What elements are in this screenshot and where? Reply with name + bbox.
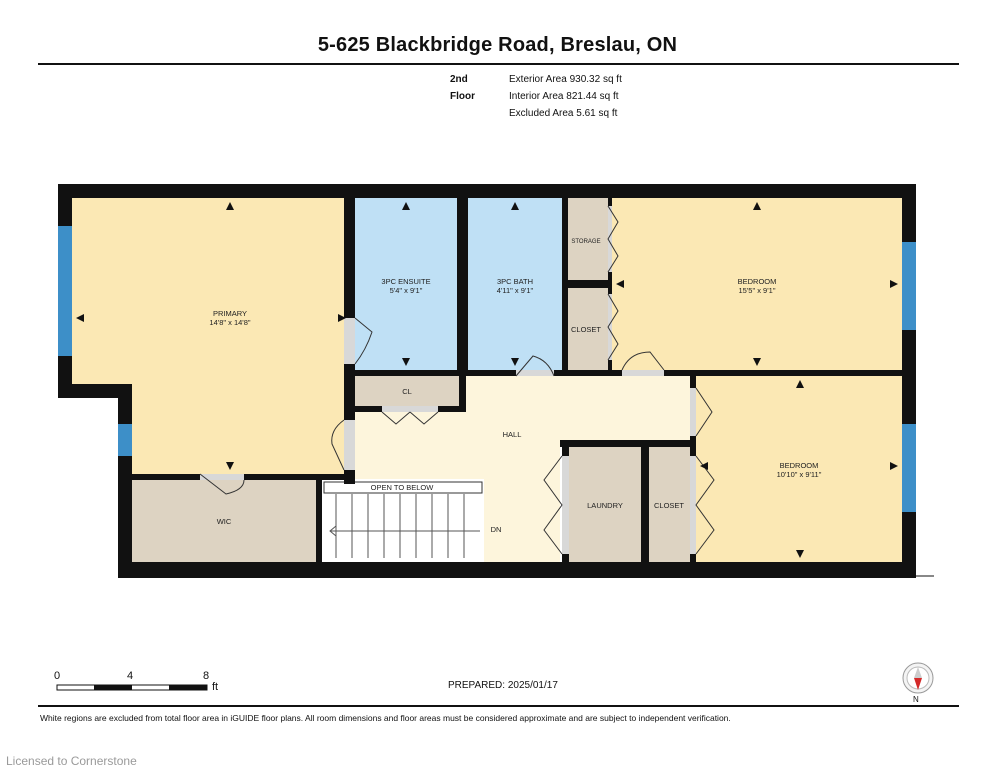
scale-label-4: 4	[127, 670, 134, 682]
floor-label: 2nd Floor	[450, 74, 475, 102]
label-closet-bottom: CLOSET	[654, 501, 684, 510]
dims-3pc-bath: 4'11" x 9'1"	[497, 286, 534, 295]
doors	[199, 205, 715, 555]
windows	[58, 226, 916, 512]
label-bedroom-2: BEDROOM	[780, 461, 819, 470]
label-3pc-bath: 3PC BATH	[497, 277, 533, 286]
dimension-arrows	[76, 202, 898, 558]
stair-well	[322, 480, 484, 562]
room-3pc-ensuite	[355, 198, 457, 370]
dims-bedroom-2: 10'10" x 9'11"	[777, 470, 822, 479]
room-closet-top	[568, 288, 608, 370]
license-watermark: Licensed to Cornerstone	[6, 754, 137, 768]
stair-treads	[329, 494, 480, 558]
title-rule	[38, 63, 959, 65]
label-storage: STORAGE	[571, 239, 600, 245]
interior-area: Interior Area 821.44 sq ft	[509, 91, 619, 102]
exterior-area: Exterior Area 930.32 sq ft	[509, 74, 622, 85]
room-bedroom-2	[696, 376, 902, 562]
scale-label-0: 0	[54, 670, 61, 682]
room-closet-bottom	[649, 447, 691, 562]
open-to-below-banner	[323, 481, 483, 494]
label-laundry: LAUNDRY	[587, 501, 623, 510]
label-dn: DN	[491, 525, 502, 534]
dims-bedroom-1: 15'5" x 9'1"	[739, 286, 776, 295]
footer-rule	[38, 705, 959, 707]
dims-primary: 14'8" x 14'8"	[209, 318, 250, 327]
label-hall: HALL	[503, 430, 522, 439]
scale-label-8: 8	[203, 670, 210, 682]
dims-3pc-ensuite: 5'4" x 9'1"	[390, 286, 423, 295]
room-storage	[568, 198, 608, 280]
room-3pc-bath	[468, 198, 562, 370]
excluded-area: Excluded Area 5.61 sq ft	[509, 108, 618, 119]
label-closet-top: CLOSET	[571, 325, 601, 334]
room-laundry	[569, 447, 641, 562]
label-cl: CL	[402, 387, 412, 396]
label-open-to-below: OPEN TO BELOW	[371, 483, 435, 492]
compass-icon	[902, 662, 934, 694]
room-wic	[130, 480, 316, 562]
footer-note: White regions are excluded from total fl…	[40, 713, 731, 723]
plan-title: 5-625 Blackbridge Road, Breslau, ON	[317, 34, 678, 56]
scale-unit: ft	[212, 681, 219, 693]
label-bedroom-1: BEDROOM	[738, 277, 777, 286]
label-primary: PRIMARY	[213, 309, 247, 318]
room-hall	[355, 376, 690, 562]
label-3pc-ensuite: 3PC ENSUITE	[381, 277, 430, 286]
room-primary	[72, 198, 350, 474]
label-wic: WIC	[217, 517, 232, 526]
scale-bar	[56, 684, 208, 691]
room-cl	[355, 376, 459, 406]
prepared-date: PREPARED: 2025/01/17	[448, 680, 558, 691]
compass-north-label: N	[913, 695, 919, 704]
room-bedroom-1	[612, 198, 902, 370]
